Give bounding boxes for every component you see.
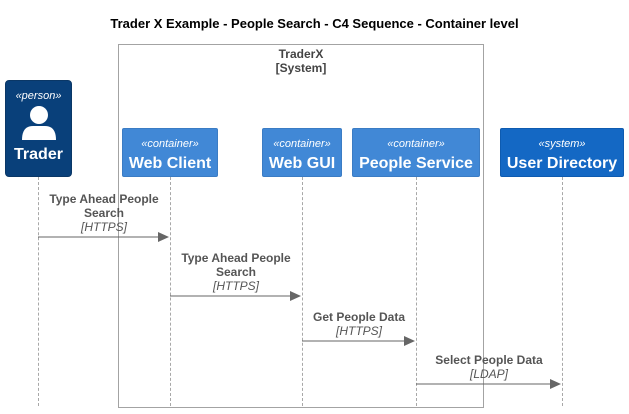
- message-text: Search: [215, 265, 257, 279]
- message-arrow-2: [170, 291, 301, 301]
- message-label-2: Type Ahead People Search [HTTPS]: [166, 251, 306, 293]
- participant-stereotype: «container»: [387, 138, 445, 150]
- message-arrow-1: [38, 232, 169, 242]
- lifeline-people-service: [416, 177, 417, 406]
- message-text: Type Ahead People: [181, 251, 291, 265]
- participant-people-service: «container» People Service: [352, 128, 480, 177]
- participant-trader: «person» Trader: [5, 80, 72, 177]
- participant-web-client: «container» Web Client: [122, 128, 218, 177]
- message-label-1: Type Ahead People Search [HTTPS]: [34, 192, 174, 234]
- message-protocol: [LDAP]: [469, 367, 508, 381]
- message-text: Get People Data: [312, 310, 406, 324]
- participant-stereotype: «container»: [273, 138, 331, 150]
- person-icon: [21, 106, 56, 140]
- boundary-type: [System]: [275, 61, 327, 75]
- message-arrow-3: [302, 336, 415, 346]
- diagram-title: Trader X Example - People Search - C4 Se…: [110, 16, 519, 31]
- message-protocol: [HTTPS]: [80, 220, 127, 234]
- boundary-name: TraderX: [278, 47, 324, 61]
- participant-stereotype: «container»: [141, 138, 199, 150]
- lifeline-web-gui: [302, 177, 303, 406]
- message-text: Select People Data: [435, 353, 543, 367]
- participant-name: Web GUI: [268, 155, 336, 172]
- participant-name: User Directory: [506, 155, 618, 172]
- participant-stereotype: «system»: [538, 138, 586, 150]
- message-protocol: [HTTPS]: [212, 279, 259, 293]
- participant-name: People Service: [359, 155, 473, 172]
- system-boundary: TraderX [System]: [118, 44, 484, 408]
- participant-user-directory: «system» User Directory: [500, 128, 624, 177]
- message-text: Type Ahead People: [49, 192, 159, 206]
- message-arrow-4: [416, 379, 561, 389]
- message-text: Search: [83, 206, 125, 220]
- participant-name: Trader: [14, 146, 63, 163]
- participant-name: Web Client: [128, 155, 212, 172]
- message-label-4: Select People Data [LDAP]: [419, 353, 559, 381]
- message-protocol: [HTTPS]: [335, 324, 382, 338]
- participant-stereotype: «person»: [15, 90, 62, 102]
- lifeline-user-directory: [562, 177, 563, 406]
- lifeline-trader: [38, 177, 39, 406]
- boundary-label: TraderX [System]: [119, 47, 483, 75]
- participant-web-gui: «container» Web GUI: [262, 128, 342, 177]
- message-label-3: Get People Data [HTTPS]: [299, 310, 419, 338]
- lifeline-web-client: [170, 177, 171, 406]
